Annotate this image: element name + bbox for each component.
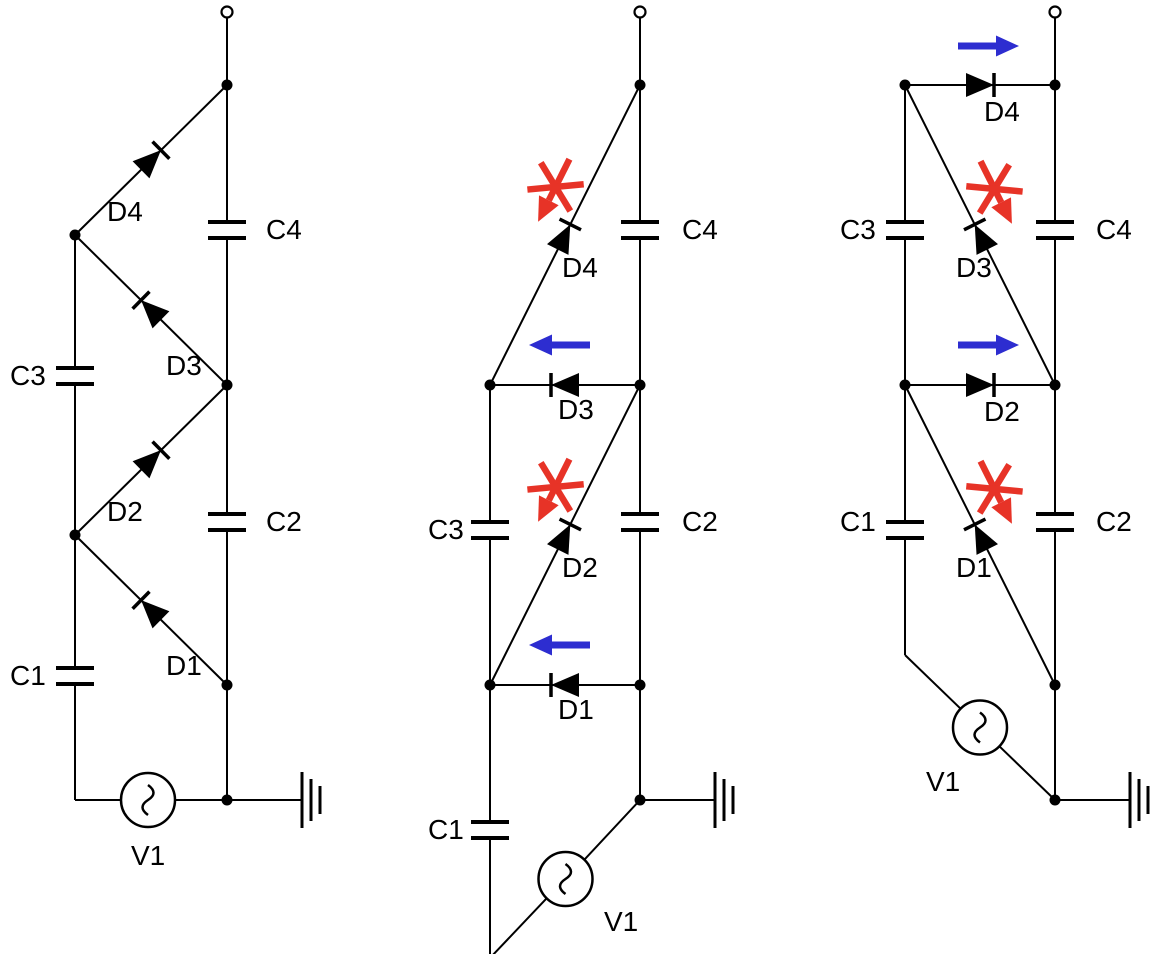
junction-dot (634, 679, 646, 691)
diode-D4 (964, 71, 996, 99)
label-C4: C4 (266, 214, 302, 245)
wires (74, 18, 302, 801)
ground-icon (1128, 770, 1150, 830)
panel-half-cycle-b: C3 C4 C1 C2 D4 D3 D2 D1 V1 (840, 5, 1150, 830)
capacitor-C1 (469, 820, 511, 840)
label-C3: C3 (428, 514, 464, 545)
label-C4: C4 (682, 214, 718, 245)
ground-icon (300, 770, 322, 830)
ac-source-V1-icon (537, 850, 594, 908)
label-D1: D1 (956, 552, 992, 583)
label-D3: D3 (166, 350, 202, 381)
junction-dot (634, 79, 646, 91)
capacitor-C4 (619, 220, 661, 240)
wires (489, 18, 715, 954)
capacitor-C4 (1034, 220, 1076, 240)
ac-source-V1-icon (119, 771, 177, 829)
junction-dot (69, 529, 81, 541)
label-C1: C1 (428, 814, 464, 845)
label-D1: D1 (166, 650, 202, 681)
capacitor-C1 (54, 666, 96, 686)
diode-D2 (545, 517, 583, 557)
output-terminal (633, 5, 647, 19)
current-arrow-left-D3 (529, 335, 590, 356)
junction-dot (899, 379, 911, 391)
junction-dot (634, 379, 646, 391)
blocked-current-mark-D3 (959, 150, 1033, 234)
label-C3: C3 (10, 360, 46, 391)
label-C4: C4 (1096, 214, 1132, 245)
label-D2: D2 (107, 496, 143, 527)
ac-source-V1-icon (951, 699, 1009, 756)
label-V1: V1 (131, 840, 165, 871)
current-arrow-right-D2 (958, 335, 1019, 356)
capacitor-C3 (884, 220, 926, 240)
label-D2: D2 (562, 552, 598, 583)
diode-D4 (545, 217, 583, 257)
blocked-current-mark-D1 (959, 450, 1033, 534)
label-D4: D4 (107, 196, 143, 227)
diode-D3 (962, 217, 1000, 257)
capacitor-C1 (884, 520, 926, 540)
junction-dot (221, 79, 233, 91)
junction-dot (634, 794, 646, 806)
label-D3: D3 (956, 252, 992, 283)
label-V1: V1 (926, 766, 960, 797)
label-C2: C2 (1096, 506, 1132, 537)
junction-dot (484, 679, 496, 691)
capacitor-C2 (619, 512, 661, 532)
capacitor-C3 (469, 520, 511, 540)
label-D4: D4 (984, 96, 1020, 127)
label-C1: C1 (10, 660, 46, 691)
junction-dot (221, 794, 233, 806)
junction-dot (221, 379, 233, 391)
blocked-current-mark-D2 (517, 448, 591, 532)
junction-dot (899, 79, 911, 91)
blocked-current-mark-D4 (517, 148, 591, 232)
label-D4: D4 (562, 252, 598, 283)
junction-dot (69, 229, 81, 241)
capacitor-C2 (1034, 512, 1076, 532)
label-V1: V1 (604, 906, 638, 937)
ground-icon (713, 770, 735, 830)
label-D3: D3 (558, 394, 594, 425)
capacitor-C2 (206, 512, 248, 532)
junction-dot (484, 379, 496, 391)
panel-full-circuit: C4 C3 C2 C1 D4 D3 D2 D1 V1 (10, 5, 322, 871)
label-C1: C1 (840, 506, 876, 537)
output-terminal (220, 5, 234, 19)
junction-dot (1049, 679, 1061, 691)
capacitor-C3 (54, 366, 96, 386)
label-C2: C2 (682, 506, 718, 537)
diode-D1 (962, 517, 1000, 557)
junction-dot (221, 679, 233, 691)
output-terminal (1048, 5, 1062, 19)
current-arrow-right-D4 (958, 36, 1019, 57)
panel-half-cycle-a: C4 C2 C3 C1 D4 D3 D2 D1 V1 (428, 5, 735, 954)
current-arrow-left-D1 (529, 635, 590, 656)
capacitor-C4 (206, 220, 248, 240)
junction-dot (1049, 379, 1061, 391)
label-D2: D2 (984, 396, 1020, 427)
label-C2: C2 (266, 506, 302, 537)
label-D1: D1 (558, 694, 594, 725)
junction-dot (1049, 79, 1061, 91)
label-C3: C3 (840, 214, 876, 245)
diode-D2 (964, 371, 996, 399)
junction-dot (1049, 794, 1061, 806)
